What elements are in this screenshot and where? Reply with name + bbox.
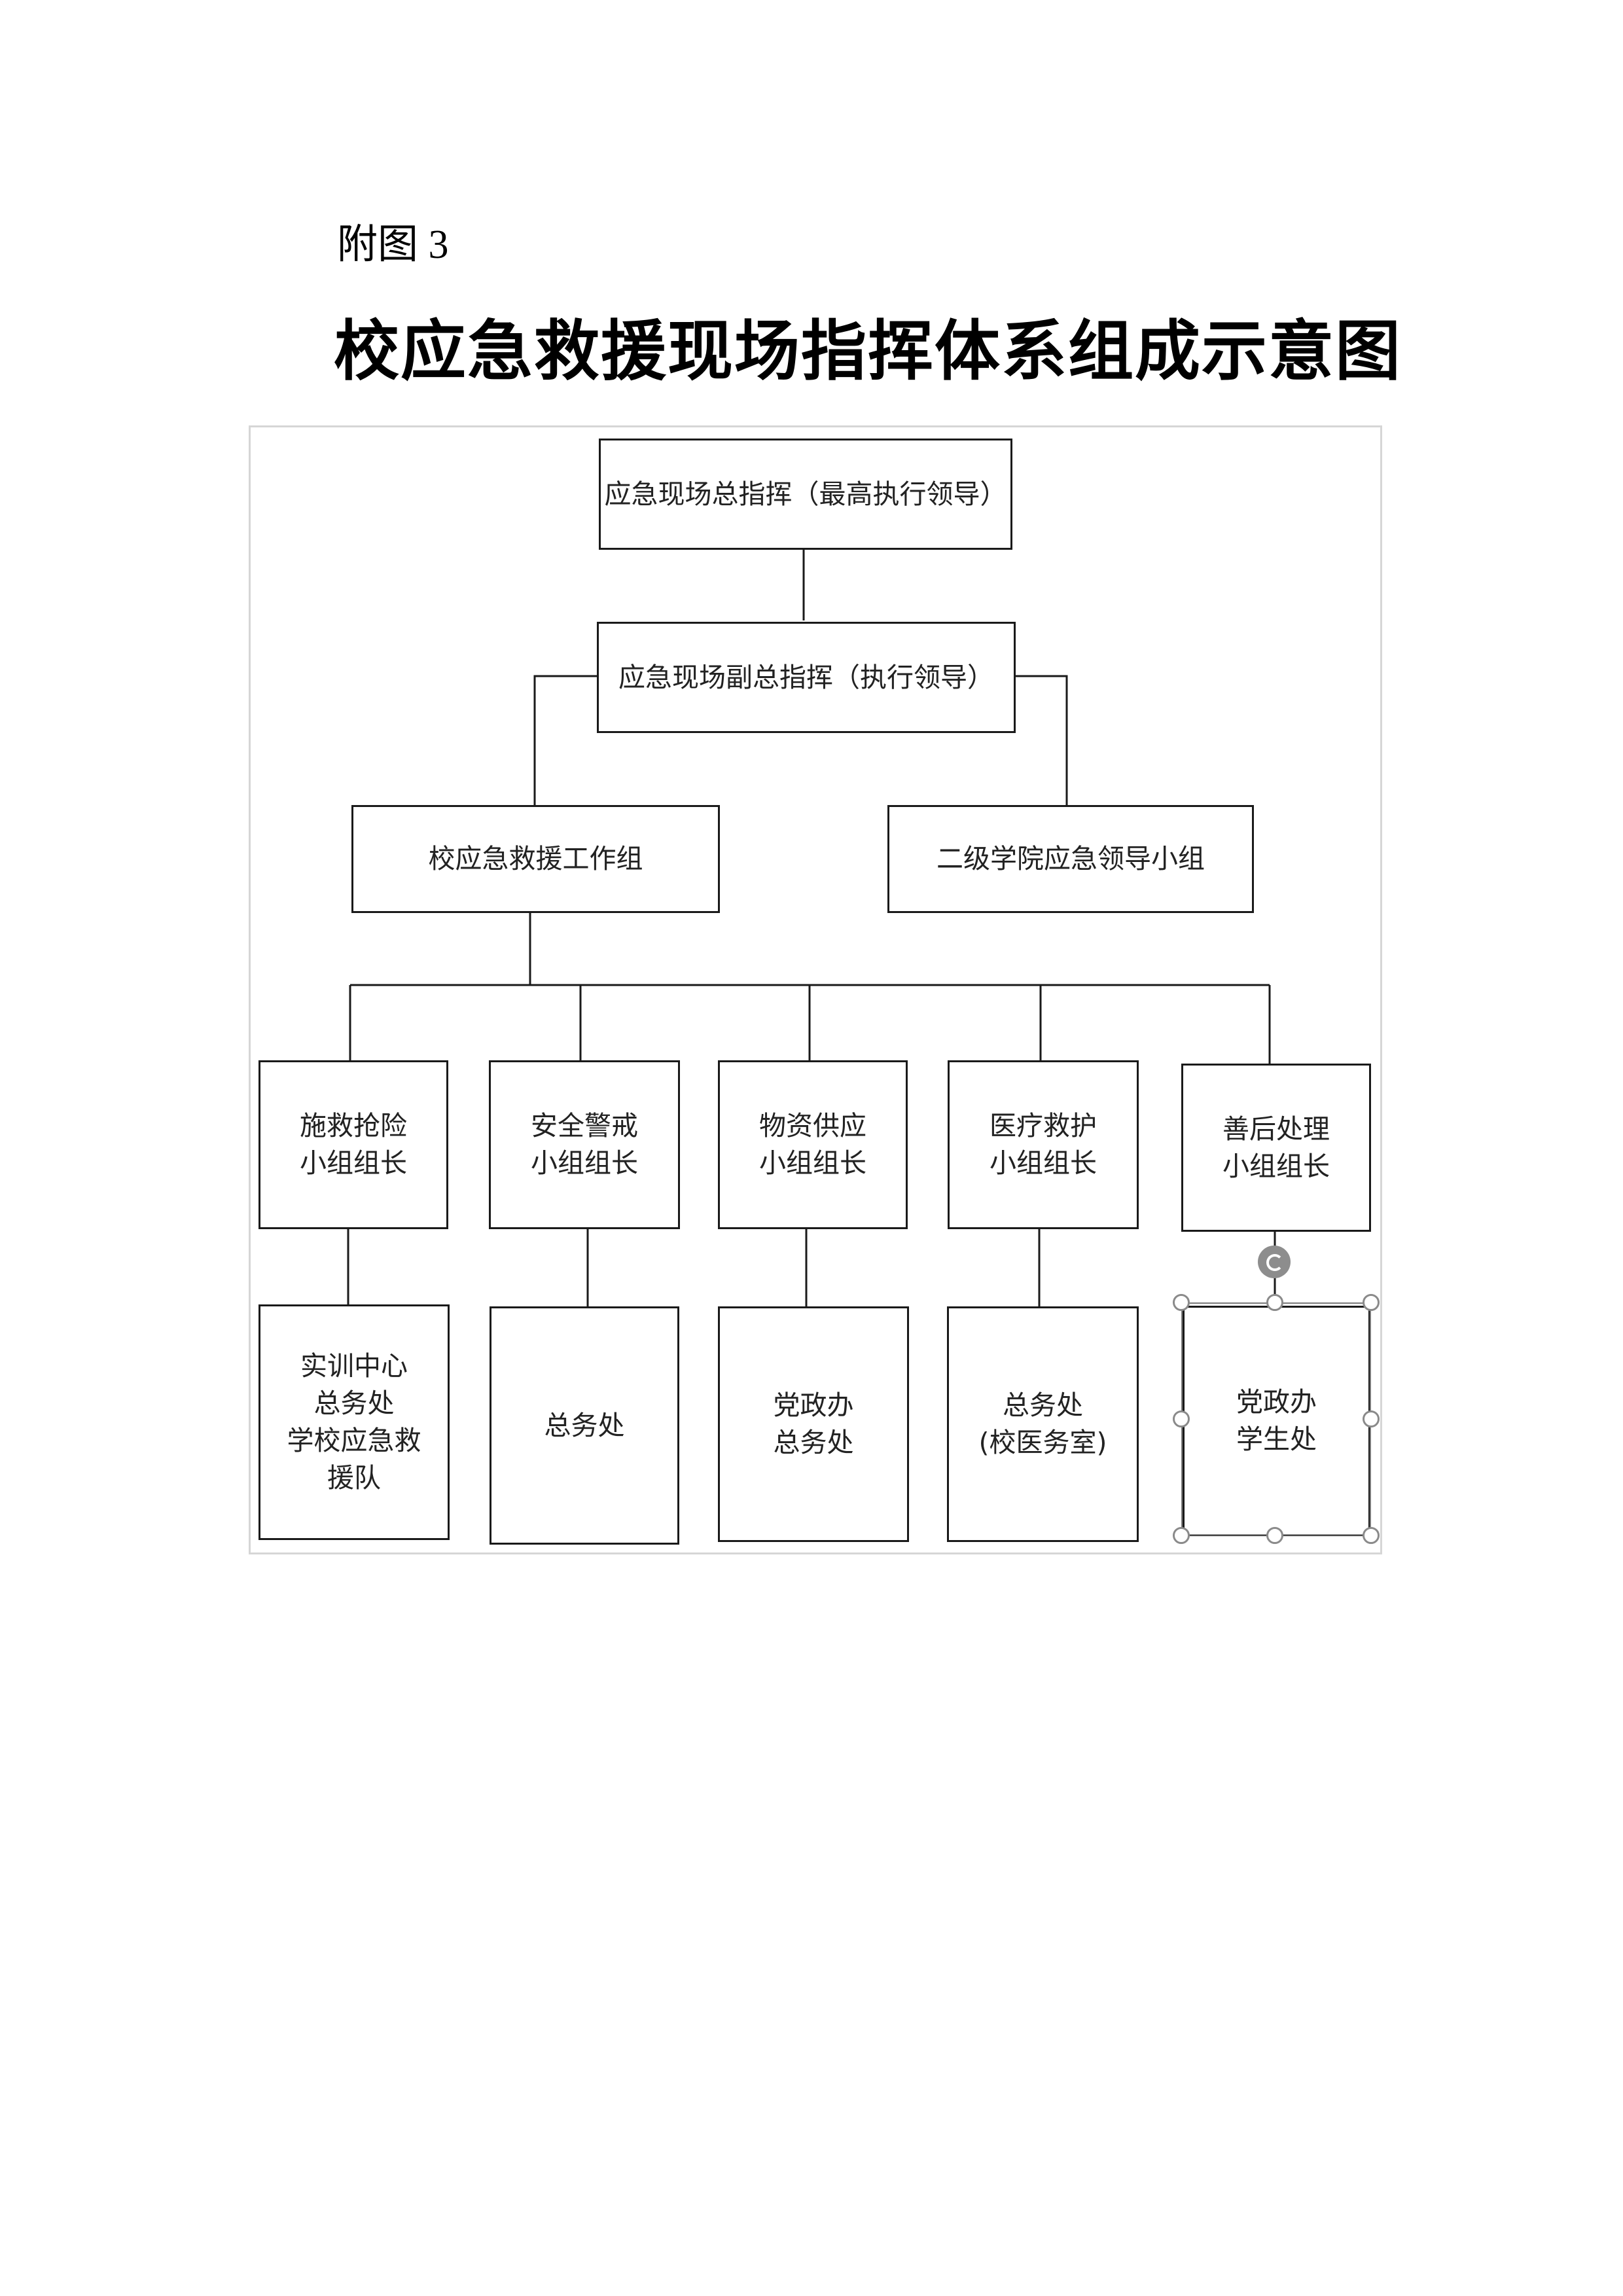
leader-line2: 小组组长 xyxy=(300,1147,407,1179)
dept-box-security[interactable]: 总务处 xyxy=(490,1306,679,1545)
dept-line: 学校应急救 xyxy=(287,1425,421,1456)
leader-box-supplies[interactable]: 物资供应 小组组长 xyxy=(718,1060,908,1229)
dept-line: 总务处 xyxy=(544,1409,625,1441)
dept-line: 党政办 xyxy=(1236,1386,1317,1418)
leader-box-aftermath[interactable]: 善后处理 小组组长 xyxy=(1181,1064,1371,1232)
dept-line: 党政办 xyxy=(773,1390,854,1421)
dept-box-aftermath[interactable]: 党政办 学生处 xyxy=(1183,1306,1370,1536)
connector-deputy-right xyxy=(1013,675,1068,805)
resize-handle-top-right[interactable] xyxy=(1363,1294,1380,1311)
dept-box-medical[interactable]: 总务处 (校医务室) xyxy=(947,1306,1139,1542)
dept-line: 总务处 xyxy=(1003,1390,1083,1421)
top-commander-label: 应急现场总指挥（最高执行领导） xyxy=(604,478,1007,510)
resize-handle-top-left[interactable] xyxy=(1173,1294,1190,1311)
dept-line: 总务处 xyxy=(773,1427,854,1458)
resize-handle-top[interactable] xyxy=(1266,1294,1283,1311)
college-leading-group-box[interactable]: 二级学院应急领导小组 xyxy=(887,805,1254,913)
leader-box-security[interactable]: 安全警戒 小组组长 xyxy=(489,1060,680,1229)
resize-handle-right[interactable] xyxy=(1363,1410,1380,1427)
dept-line: 援队 xyxy=(327,1462,381,1494)
leader-box-rescue[interactable]: 施救抢险 小组组长 xyxy=(259,1060,448,1229)
leader-line1: 医疗救护 xyxy=(990,1110,1097,1141)
dept-line: 总务处 xyxy=(313,1388,395,1419)
leader-box-medical[interactable]: 医疗救护 小组组长 xyxy=(948,1060,1139,1229)
resize-handle-bottom-right[interactable] xyxy=(1363,1527,1380,1544)
college-leading-group-label: 二级学院应急领导小组 xyxy=(936,843,1205,874)
leader-line1: 善后处理 xyxy=(1222,1113,1330,1145)
school-rescue-group-label: 校应急救援工作组 xyxy=(428,843,643,874)
selection-outline xyxy=(1181,1302,1371,1535)
leader-line1: 安全警戒 xyxy=(531,1110,638,1141)
top-commander-box[interactable]: 应急现场总指挥（最高执行领导） xyxy=(599,439,1012,550)
rotate-handle-icon[interactable] xyxy=(1258,1246,1291,1278)
page-title: 校应急救援现场指挥体系组成示意图 xyxy=(334,312,1402,389)
deputy-commander-label: 应急现场副总指挥（执行领导） xyxy=(618,661,994,693)
diagram-frame xyxy=(249,425,1382,1554)
dept-line: 学生处 xyxy=(1236,1424,1317,1455)
dept-box-rescue[interactable]: 实训中心 总务处 学校应急救 援队 xyxy=(259,1304,450,1540)
school-rescue-group-box[interactable]: 校应急救援工作组 xyxy=(351,805,720,913)
leader-line1: 物资供应 xyxy=(759,1110,866,1141)
leader-line2: 小组组长 xyxy=(759,1147,866,1179)
caption: 附图 3 xyxy=(337,223,449,267)
deputy-commander-box[interactable]: 应急现场副总指挥（执行领导） xyxy=(597,622,1016,733)
resize-handle-left[interactable] xyxy=(1173,1410,1190,1427)
resize-handle-bottom-left[interactable] xyxy=(1173,1527,1190,1544)
dept-line: 实训中心 xyxy=(300,1350,408,1382)
leader-line1: 施救抢险 xyxy=(300,1110,407,1141)
leader-line2: 小组组长 xyxy=(531,1147,638,1179)
resize-handle-bottom[interactable] xyxy=(1266,1527,1283,1544)
dept-line: (校医务室) xyxy=(978,1427,1107,1458)
dept-box-supplies[interactable]: 党政办 总务处 xyxy=(718,1306,909,1542)
leader-line2: 小组组长 xyxy=(1222,1150,1330,1182)
leader-line2: 小组组长 xyxy=(990,1147,1097,1179)
connector-deputy-left xyxy=(533,675,599,805)
